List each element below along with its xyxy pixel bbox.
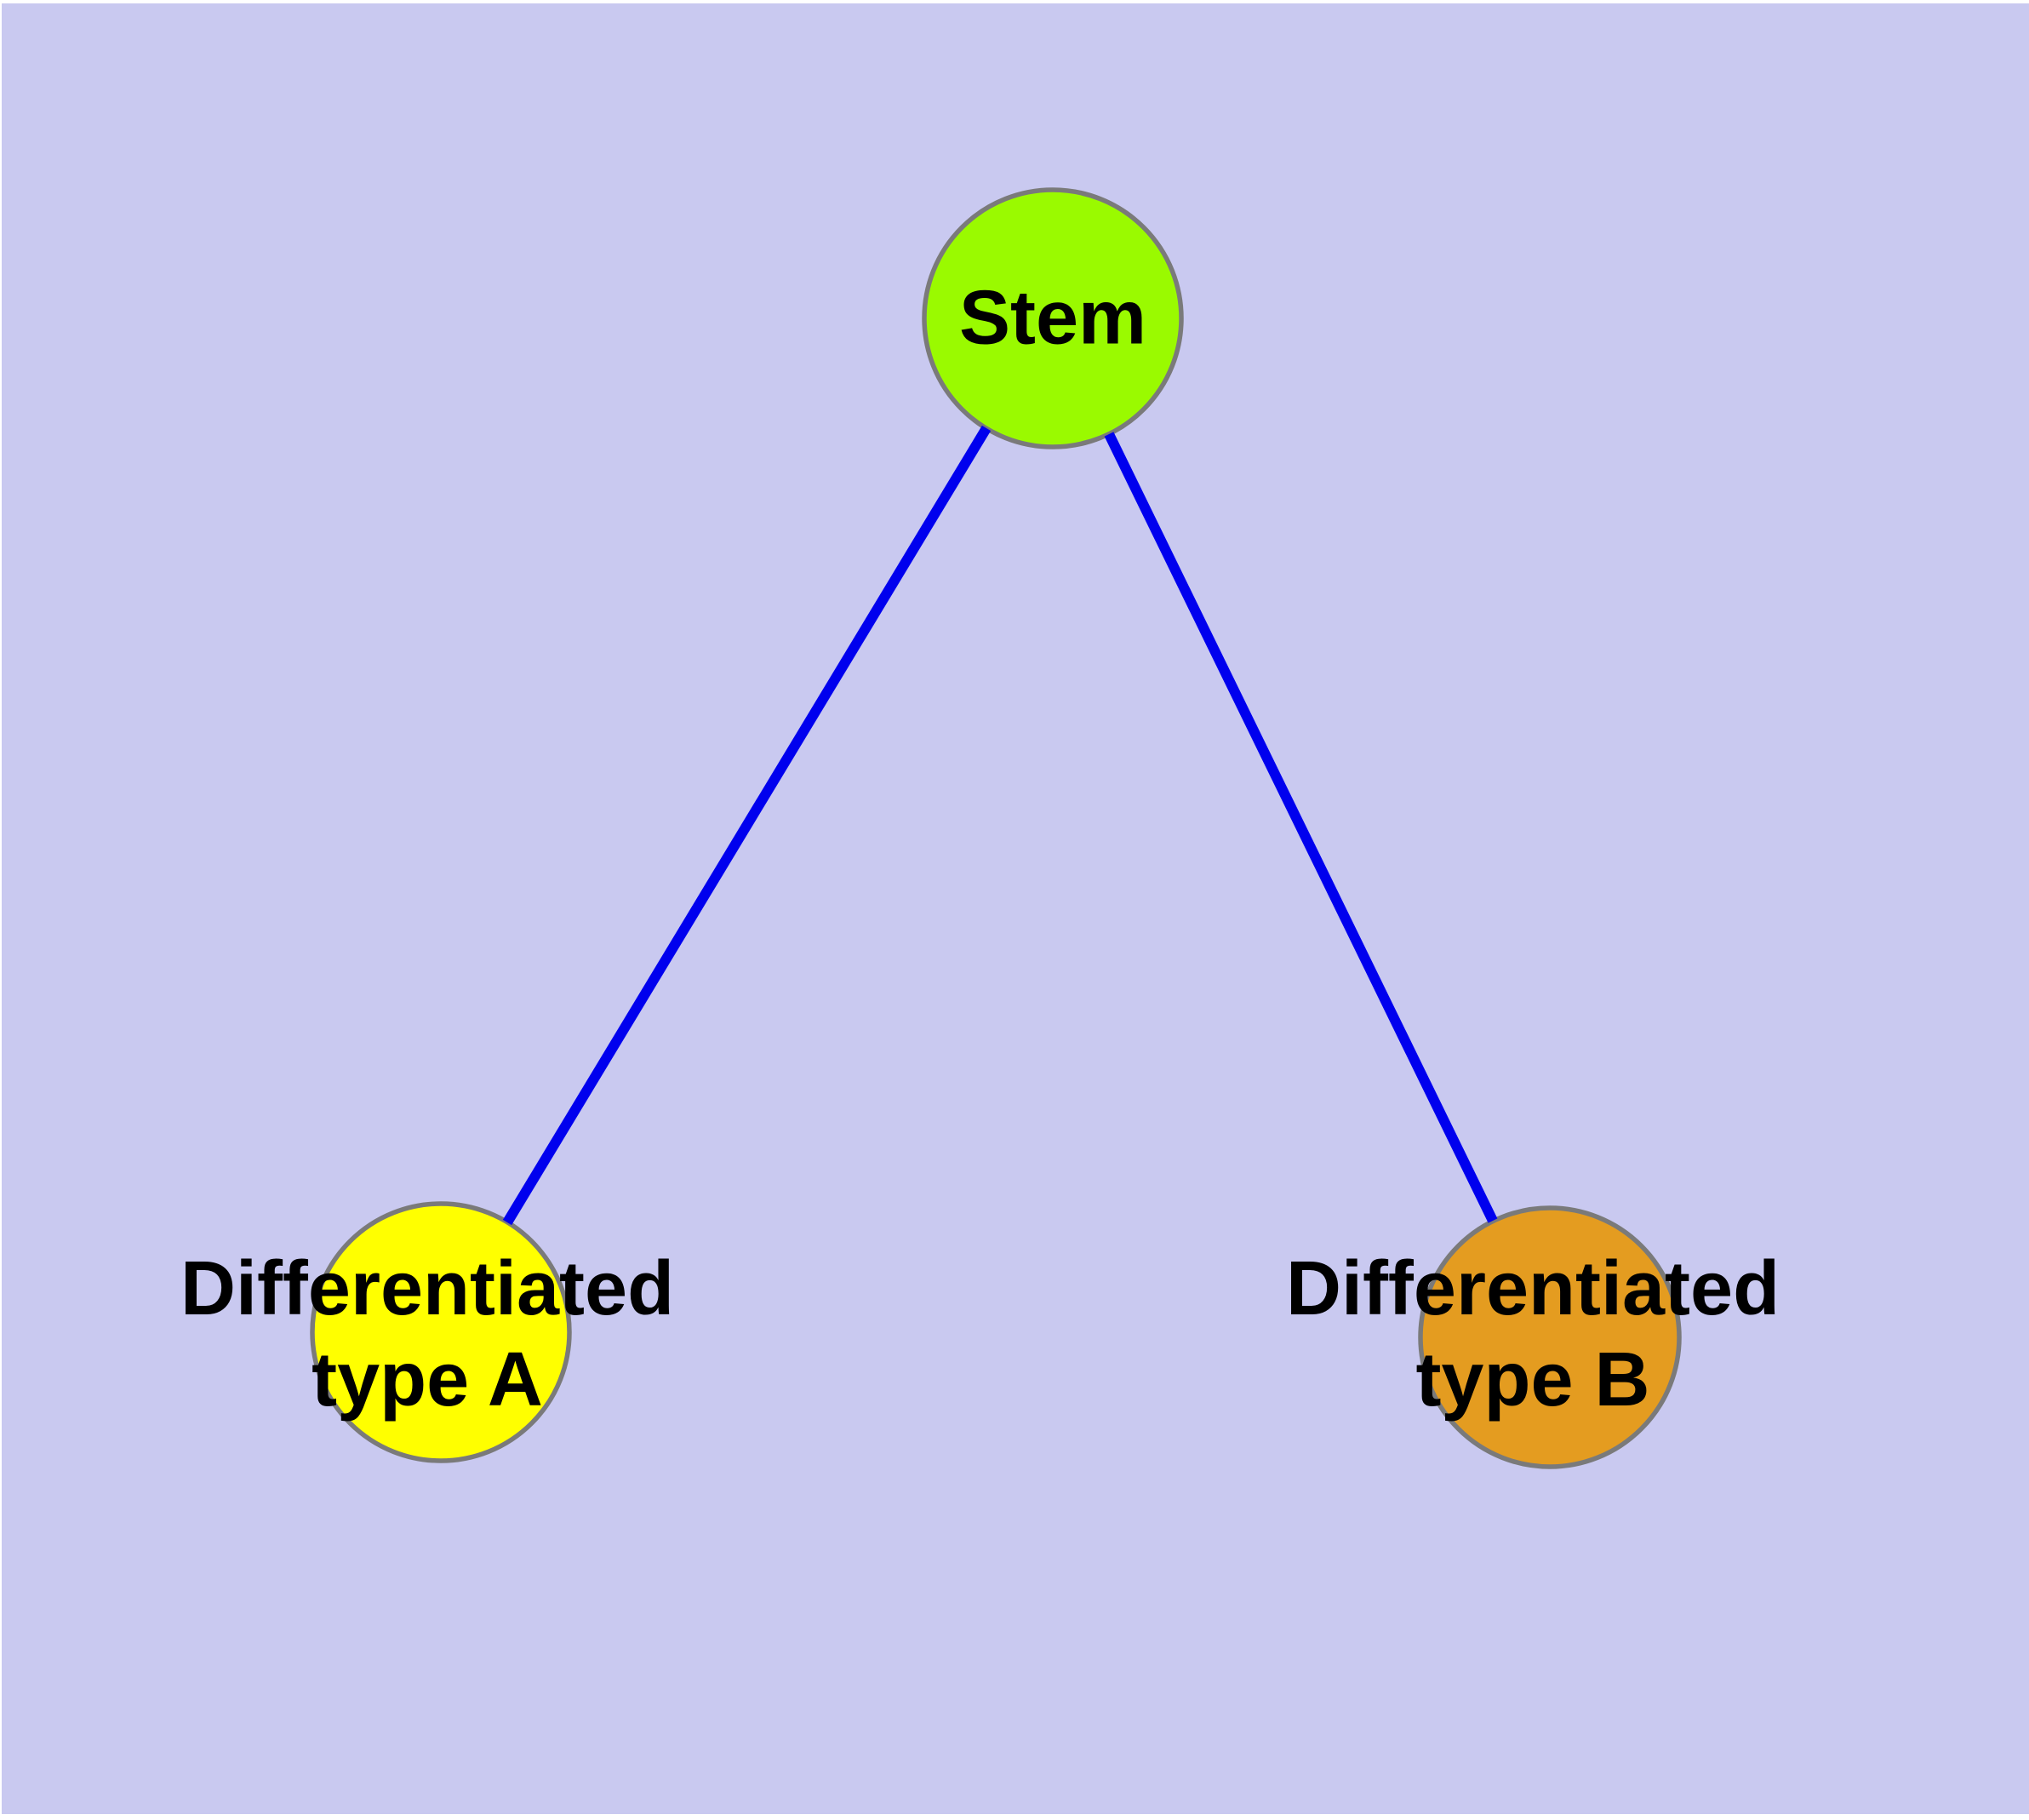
edge-stem-to-type-a — [502, 425, 992, 1226]
node-stem-label: Stem — [959, 273, 1146, 364]
node-b-label-line1: Differentiated — [1285, 1246, 1780, 1331]
node-differentiated-type-b-label: Differentiated type B — [1286, 1244, 1780, 1426]
node-stem-label-text: Stem — [958, 275, 1147, 361]
node-differentiated-type-b-circle — [1418, 1205, 1682, 1469]
node-a-label-line2: type A — [311, 1337, 543, 1422]
node-differentiated-type-a-label: Differentiated type A — [180, 1244, 674, 1426]
edge-stem-to-type-b — [1104, 432, 1498, 1223]
node-differentiated-type-a-circle — [310, 1201, 572, 1463]
node-b-label-line2: type B — [1415, 1337, 1650, 1422]
node-a-label-line1: Differentiated — [180, 1246, 675, 1331]
node-stem-circle — [922, 187, 1184, 449]
